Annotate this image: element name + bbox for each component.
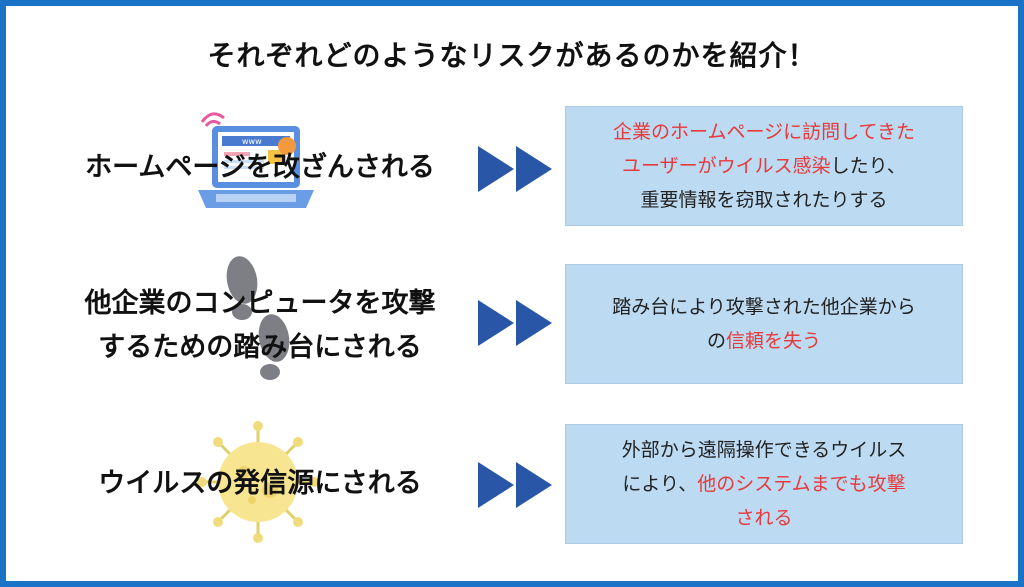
row-3-label-line: ウイルスの発信源にされる [98, 468, 422, 499]
row-3-description-box: 外部から遠隔操作できるウイルス により、他のシステムまでも攻撃 される [565, 424, 963, 544]
row-2-arrow-icon [478, 300, 552, 346]
row-2-label-line-1: 他企業のコンピュータを攻撃 [84, 288, 436, 319]
row-2-desc-line-2: の信頼を失う [612, 324, 916, 358]
row-2-label-line-2: するための踏み台にされる [98, 332, 422, 363]
row-1-desc-highlight: ユーザーがウイルス感染 [622, 155, 831, 177]
row-3-arrow-icon [478, 462, 552, 508]
row-2-label: 他企業のコンピュータを攻撃 するための踏み台にされる [40, 282, 480, 370]
row-3-desc-line-2: により、他のシステムまでも攻撃 [622, 467, 907, 501]
row-1-desc-text: したり、 [830, 155, 906, 177]
row-2-description-box: 踏み台により攻撃された他企業から の信頼を失う [565, 264, 963, 384]
row-1-label: ホームページを改ざんされる [40, 146, 480, 190]
row-3-label: ウイルスの発信源にされる [40, 462, 480, 506]
row-1-desc-line-2: ユーザーがウイルス感染したり、 [613, 149, 915, 183]
row-2-desc-text: の [706, 330, 726, 352]
row-3-desc-highlight: 他のシステムまでも攻撃 [697, 473, 906, 495]
row-2-desc-line-1: 踏み台により攻撃された他企業から [612, 296, 916, 318]
row-1-desc-line-3: 重要情報を窃取されたりする [640, 189, 888, 211]
row-3-desc-line-3: される [735, 507, 793, 529]
row-1-arrow-icon [478, 146, 552, 192]
page-title: それぞれどのようなリスクがあるのかを紹介！ [207, 39, 817, 72]
row-2-desc-highlight: 信頼を失う [726, 330, 822, 352]
row-1-description-box: 企業のホームページに訪問してきた ユーザーがウイルス感染したり、 重要情報を窃取… [565, 106, 963, 226]
row-1-desc-line-1: 企業のホームページに訪問してきた [613, 121, 915, 143]
row-3-desc-line-1: 外部から遠隔操作できるウイルス [621, 439, 907, 461]
row-3-desc-text: により、 [622, 473, 698, 495]
virus-icon [197, 421, 319, 543]
footprints-icon [226, 256, 290, 380]
laptop-icon: www [198, 112, 314, 208]
laptop-screen-text: www [242, 137, 262, 146]
row-1-label-line: ホームページを改ざんされる [85, 152, 435, 183]
